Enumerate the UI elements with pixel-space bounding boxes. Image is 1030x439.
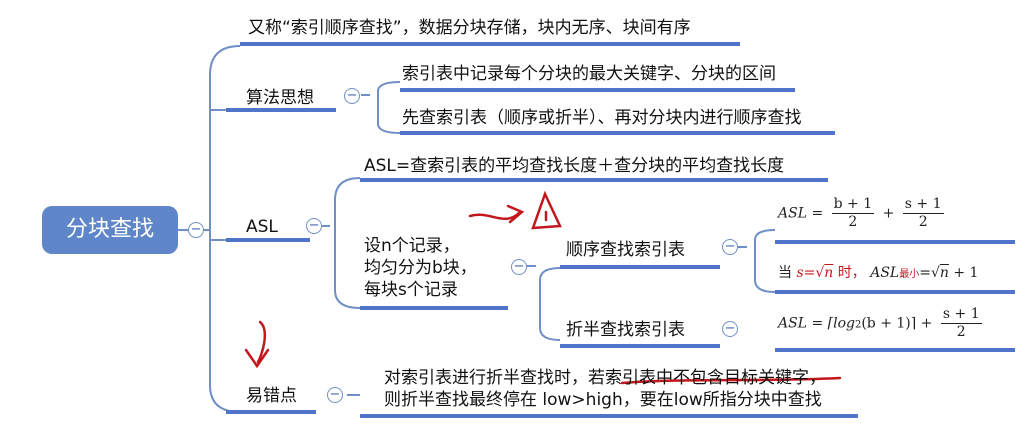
asl-label[interactable]: ASL [246, 217, 278, 237]
pitfall-underline [226, 410, 316, 414]
binary-asl-underline [775, 348, 1015, 352]
sequential-asl-underline [775, 240, 1015, 244]
binary-label[interactable]: 折半查找索引表 [566, 320, 685, 340]
collapse-icon[interactable]: − [306, 218, 322, 234]
collapse-icon[interactable]: − [344, 88, 360, 104]
asl-underline [226, 238, 310, 242]
setup-line-1: 设n个记录， [364, 236, 460, 256]
collapse-icon[interactable]: − [327, 387, 343, 403]
binary-underline [560, 344, 720, 348]
collapse-icon[interactable]: − [188, 222, 204, 238]
definition-underline [240, 42, 740, 46]
setup-line-2: 均匀分为b块， [364, 258, 477, 278]
collapse-icon[interactable]: − [722, 321, 738, 337]
root-node[interactable]: 分块查找 [42, 206, 178, 254]
setup-underline [360, 306, 508, 310]
setup-line-3: 每块s个记录 [364, 280, 458, 300]
algorithm-underline [226, 108, 336, 112]
collapse-icon[interactable]: − [511, 259, 527, 275]
pitfall-underline-long [360, 414, 858, 418]
algorithm-item-1-underline [400, 88, 795, 92]
definition-text: 又称“索引顺序查找”，数据分块存储，块内无序、块间有序 [248, 18, 691, 38]
pitfall-label[interactable]: 易错点 [246, 386, 297, 406]
asl-formula: ASL=查索引表的平均查找长度＋查分块的平均查找长度 [364, 156, 785, 176]
collapse-icon[interactable]: − [722, 239, 738, 255]
asl-formula-underline [360, 178, 828, 182]
pitfall-line-1: 对索引表进行折半查找时，若索引表中不包含目标关键字， [384, 368, 826, 388]
sequential-underline [560, 265, 720, 269]
asl-min-formula: 当 s=√n 时， ASL最小=√n + 1 [778, 265, 979, 281]
algorithm-item-2: 先查索引表（顺序或折半）、再对分块内进行顺序查找 [402, 108, 802, 128]
algorithm-item-1: 索引表中记录每个分块的最大关键字、分块的区间 [402, 64, 776, 84]
algorithm-label[interactable]: 算法思想 [246, 88, 314, 108]
sequential-label[interactable]: 顺序查找索引表 [566, 240, 685, 260]
pitfall-line-2: 则折半查找最终停在 low>high，要在low所指分块中查找 [384, 390, 822, 410]
asl-min-underline [775, 290, 1015, 294]
algorithm-item-2-underline [400, 131, 835, 135]
